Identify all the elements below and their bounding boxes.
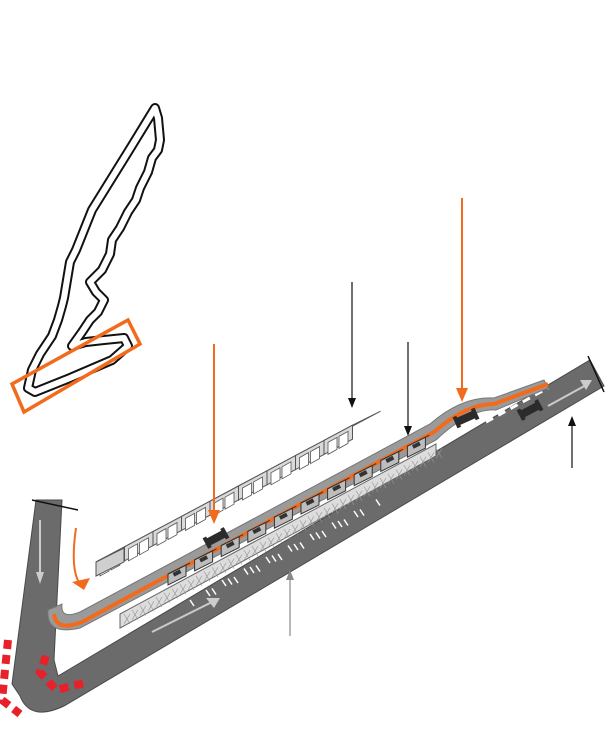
garage-end-wall <box>95 547 125 577</box>
arrow-icon <box>547 380 592 407</box>
race-car-icon <box>452 407 480 429</box>
arrow-icon <box>36 520 44 584</box>
barrier-hatch <box>123 448 443 625</box>
pit-entry-arrow <box>72 527 90 590</box>
pit-box-icon <box>220 534 244 558</box>
pit-path-highlight <box>52 382 549 628</box>
pit-box-row <box>167 434 430 586</box>
box-markings <box>189 499 381 607</box>
pit-box-icon <box>406 434 430 459</box>
pit-box-icon <box>273 505 297 530</box>
main-track <box>0 355 605 718</box>
garage-row <box>95 410 381 577</box>
circuit-line <box>25 105 163 395</box>
kerb-left <box>0 639 23 718</box>
race-car-icon <box>516 399 544 421</box>
pit-box-icon <box>300 491 324 515</box>
pit-exit-line <box>485 386 549 424</box>
pit-box-icon <box>167 562 191 586</box>
race-car-icon <box>202 527 230 549</box>
circuit-outline <box>23 103 165 397</box>
pit-box-icon <box>353 463 377 487</box>
arrow-icon <box>151 598 220 633</box>
highlight-box <box>9 317 143 415</box>
garage-bay-icon <box>323 410 381 456</box>
track-end-cap <box>587 355 605 393</box>
pit-box-icon <box>247 519 271 544</box>
track-surface <box>11 359 605 713</box>
kerb-right <box>35 654 89 695</box>
pit-box-icon <box>380 448 404 473</box>
pointer-lines <box>208 198 576 636</box>
circuit-map <box>9 103 165 415</box>
track-start-cap <box>31 499 79 511</box>
pit-box-icon <box>194 548 217 572</box>
pit-box-icon <box>327 477 350 501</box>
